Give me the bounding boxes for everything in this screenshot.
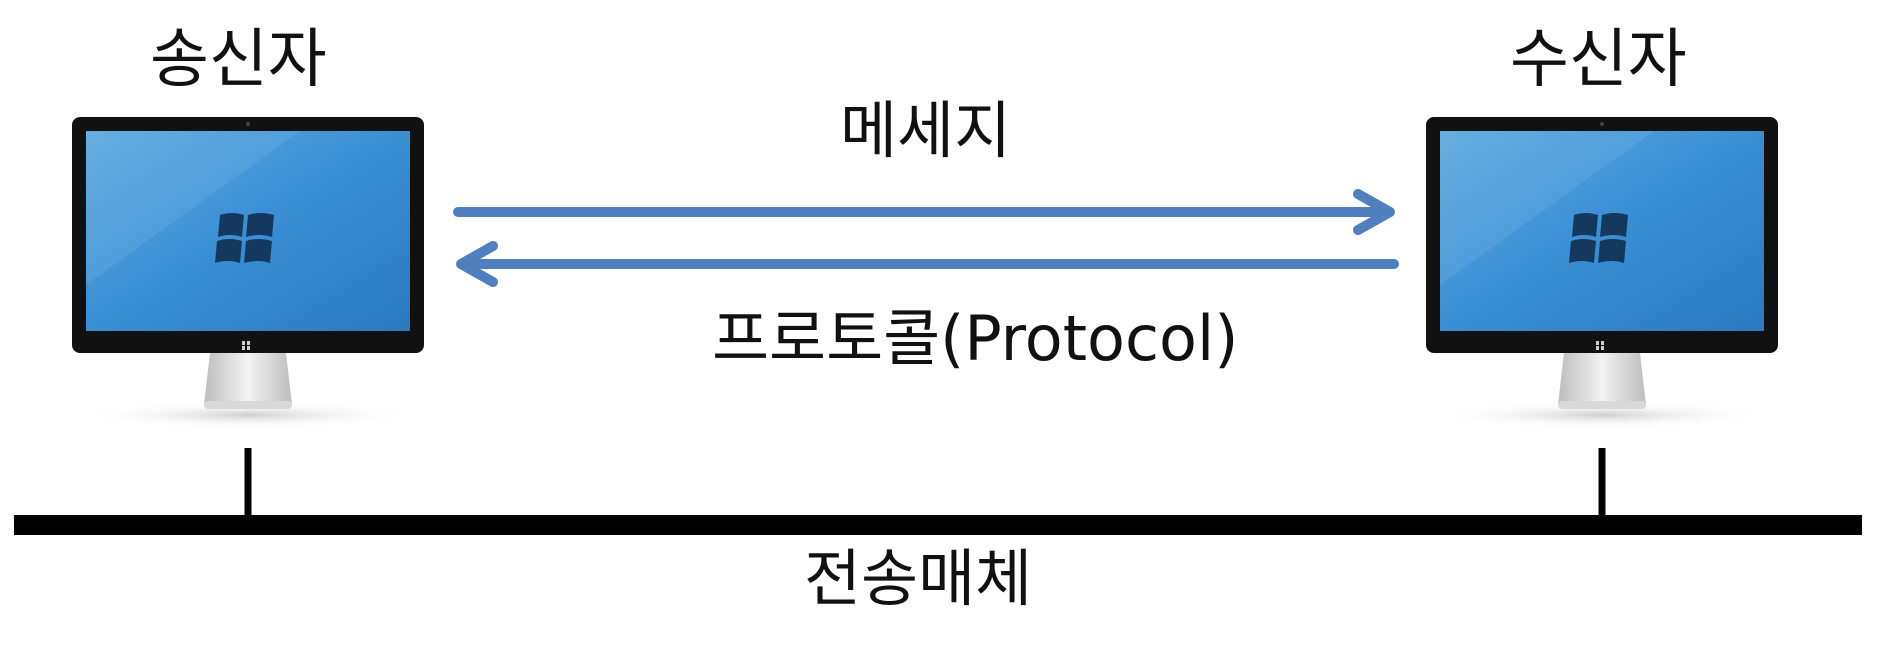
message-arrow-right xyxy=(458,194,1390,230)
protocol-arrow-left xyxy=(461,246,1394,282)
network-lines xyxy=(14,448,1862,525)
